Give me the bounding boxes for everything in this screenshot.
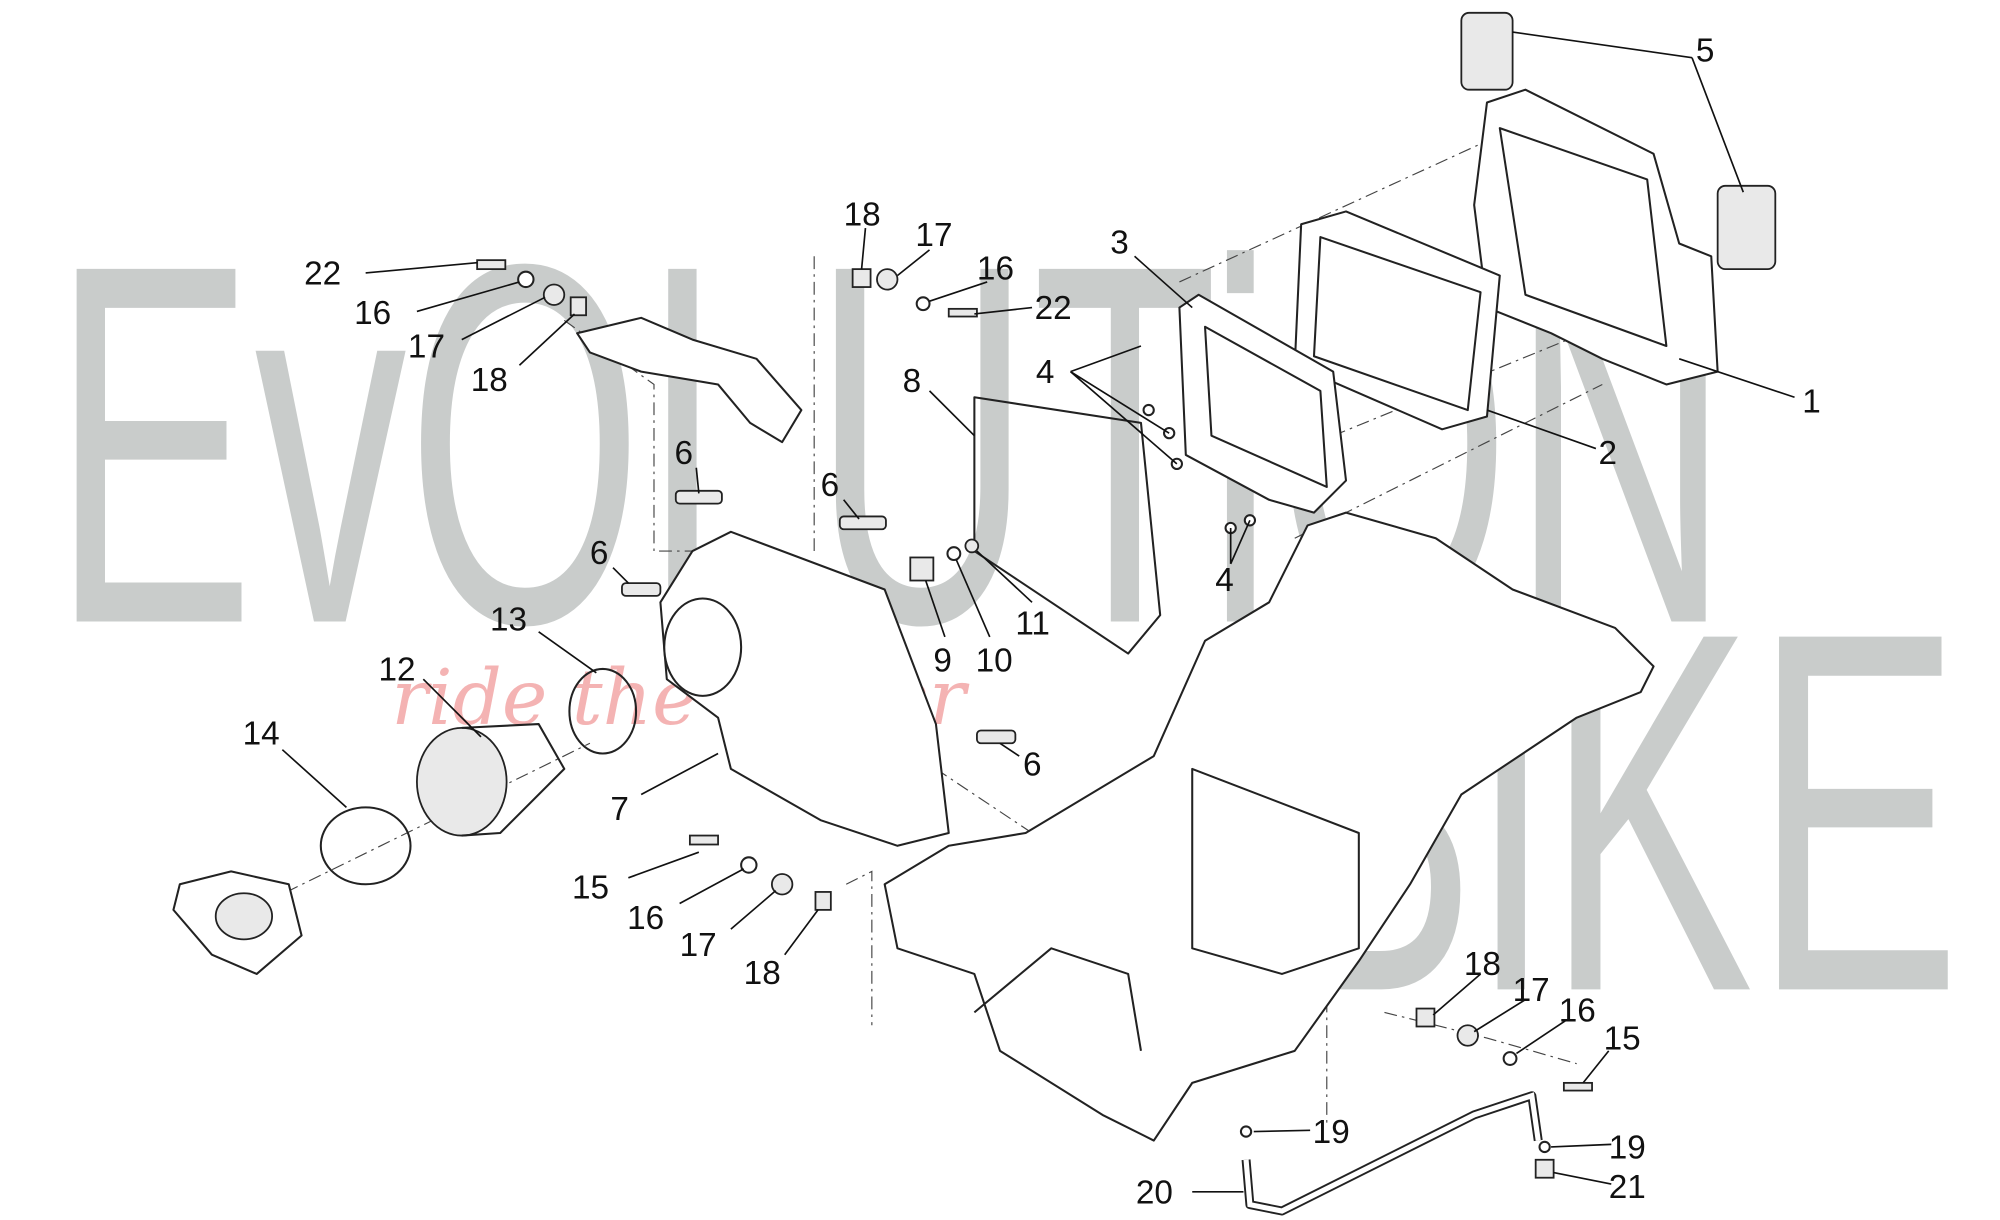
callout-21: 21 [1609,1169,1646,1206]
callout-6: 6 [821,467,840,504]
callout-20: 20 [1136,1174,1173,1211]
callout-18: 18 [744,955,781,992]
callout-17: 17 [680,927,717,964]
leader-lines [281,31,1795,1193]
callout-10: 10 [976,643,1013,680]
callout-3: 3 [1110,225,1129,262]
callout-6: 6 [674,435,693,472]
hose-clamp-13 [568,667,638,755]
callout-22: 22 [1035,290,1072,327]
callouts: 5 1 2 3 4 4 8 18 17 16 22 22 16 17 18 6 … [243,33,1821,1212]
callout-16: 16 [1559,992,1596,1029]
callout-16: 16 [627,900,664,937]
callout-7: 7 [610,791,629,828]
callout-2: 2 [1598,435,1617,472]
fasteners [476,259,1593,1179]
callout-5: 5 [1696,33,1715,70]
callout-16: 16 [354,295,391,332]
callout-4: 4 [1036,354,1055,391]
callout-15: 15 [1604,1021,1641,1058]
callout-19: 19 [1609,1129,1646,1166]
callout-17: 17 [1513,972,1550,1009]
callout-19: 19 [1313,1114,1350,1151]
hose-clamp-14 [319,806,412,886]
callout-12: 12 [378,651,415,688]
callout-17: 17 [915,217,952,254]
callout-18: 18 [471,362,508,399]
bracket [576,316,803,444]
callout-18: 18 [844,197,881,234]
callout-8: 8 [903,363,922,400]
callout-17: 17 [408,329,445,366]
callout-14: 14 [243,716,280,753]
callout-9: 9 [933,643,952,680]
callout-15: 15 [572,869,609,906]
rubber-sleeve [416,727,508,837]
callout-13: 13 [490,602,527,639]
duct-top [1460,11,1514,91]
callout-11: 11 [1015,605,1050,642]
callout-22: 22 [304,255,341,292]
callout-4: 4 [1215,562,1234,599]
intake-box [659,530,950,847]
duct-right [1716,184,1777,271]
parts [172,11,1777,1216]
callout-18: 18 [1464,946,1501,983]
callout-6: 6 [1023,746,1042,783]
callout-6: 6 [590,535,609,572]
callout-1: 1 [1802,384,1821,421]
callout-16: 16 [977,250,1014,287]
